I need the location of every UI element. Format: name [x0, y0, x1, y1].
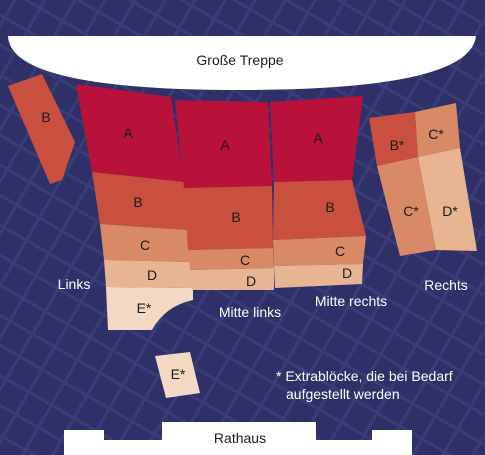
block-links-d[interactable]	[104, 260, 193, 288]
block-links-a[interactable]	[76, 84, 184, 182]
rathaus-label: Rathaus	[214, 430, 266, 446]
block-mitte-links-b[interactable]	[184, 186, 273, 250]
block-mitte-links-c-label: C	[240, 252, 250, 268]
section-rechts-label: Rechts	[424, 277, 468, 293]
block-mitte-rechts-b-label: B	[325, 199, 334, 215]
block-links-e-label: E*	[137, 300, 152, 316]
block-links-c[interactable]	[100, 224, 191, 262]
block-e-lower-extra[interactable]	[155, 352, 200, 398]
block-mitte-links-d[interactable]	[190, 268, 274, 290]
block-mitte-rechts-a-label: A	[313, 130, 323, 146]
block-links-b-label: B	[133, 194, 142, 210]
section-mitte-links-label: Mitte links	[219, 304, 281, 320]
block-mitte-rechts-c[interactable]	[273, 236, 366, 266]
block-b-far-left[interactable]	[8, 74, 75, 184]
section-mitte-rechts-label: Mitte rechts	[315, 293, 387, 309]
section-links-label: Links	[58, 276, 91, 292]
rathaus-shape	[64, 422, 412, 455]
block-rechts-c-label: C*	[403, 203, 419, 219]
block-mitte-rechts-d-label: D	[342, 265, 352, 281]
grosse-treppe-label: Große Treppe	[196, 52, 283, 68]
block-rechts-d-label: D*	[442, 203, 458, 219]
block-mitte-rechts-d[interactable]	[274, 264, 363, 288]
block-links-a-label: A	[123, 125, 133, 141]
footnote-line-1: * Extrablöcke, die bei Bedarf	[276, 368, 453, 384]
block-e-lower-label: E*	[171, 366, 186, 382]
block-links-e-extra[interactable]	[106, 287, 193, 330]
grosse-treppe-shape	[8, 36, 476, 90]
block-mitte-links-d-label: D	[246, 273, 256, 289]
block-mitte-links-a[interactable]	[175, 100, 272, 188]
block-rechts-c-top-label: C*	[428, 126, 444, 142]
block-rechts-b-label: B*	[390, 137, 405, 153]
block-rechts-d-extra[interactable]	[418, 148, 477, 251]
block-rechts-c-extra[interactable]	[377, 157, 436, 256]
block-rechts-c-top-extra[interactable]	[415, 103, 460, 157]
block-mitte-rechts-a[interactable]	[270, 96, 363, 182]
block-links-b[interactable]	[92, 172, 188, 230]
block-mitte-links-c[interactable]	[188, 248, 274, 270]
footnote-line-2: aufgestellt werden	[286, 386, 400, 402]
block-rechts-b-extra[interactable]	[369, 112, 418, 166]
block-mitte-links-a-label: A	[220, 137, 230, 153]
block-mitte-links-b-label: B	[231, 209, 240, 225]
block-links-d-label: D	[147, 267, 157, 283]
block-b-far-left-label: B	[41, 109, 50, 125]
block-mitte-rechts-c-label: C	[335, 243, 345, 259]
block-links-c-label: C	[140, 237, 150, 253]
block-mitte-rechts-b[interactable]	[273, 180, 366, 240]
